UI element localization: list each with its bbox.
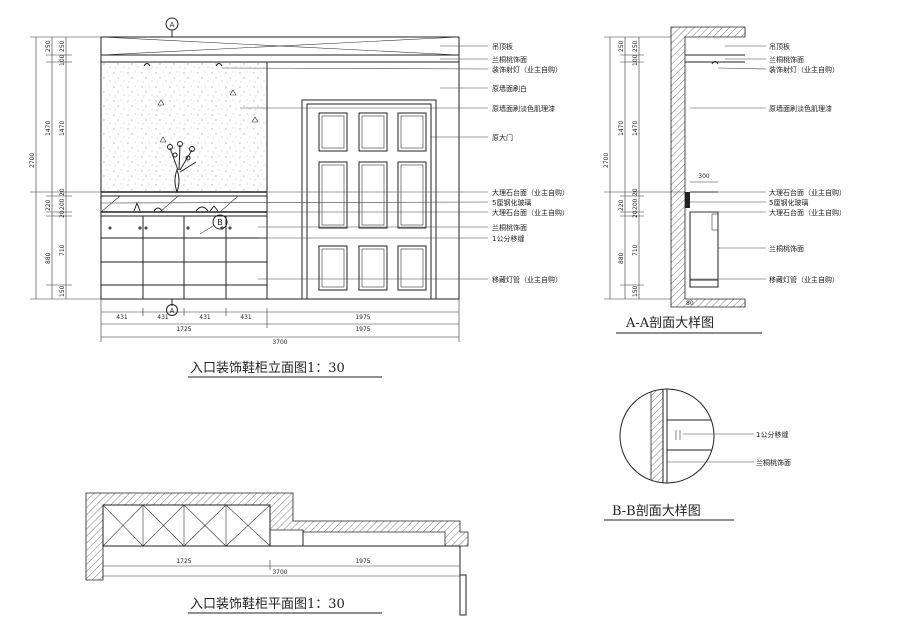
section-a-callouts: 吊顶板 兰桐桃饰面 装饰射灯（业主自购） 原墙面刷淡色肌理漆 大理石台面（业主自…: [690, 42, 846, 284]
svg-text:100: 100: [59, 54, 66, 66]
svg-text:220: 220: [45, 199, 52, 211]
svg-text:兰桐桃饰面: 兰桐桃饰面: [769, 244, 804, 253]
svg-text:300: 300: [698, 173, 710, 180]
svg-text:大理石台面（业主自购）: 大理石台面（业主自购）: [769, 208, 846, 217]
plan-cabinet: [102, 504, 271, 547]
countertop-section: [685, 192, 690, 208]
textured-wall-panel: [101, 62, 267, 192]
svg-text:431: 431: [157, 314, 169, 321]
svg-text:1470: 1470: [632, 121, 639, 136]
svg-text:200: 200: [632, 198, 639, 210]
svg-text:1975: 1975: [355, 326, 370, 333]
svg-text:880: 880: [45, 252, 52, 264]
svg-text:A: A: [170, 307, 175, 315]
svg-text:20: 20: [59, 188, 66, 196]
svg-text:2700: 2700: [603, 153, 610, 168]
section-a-marker-top: A: [165, 17, 179, 37]
entrance-door: [301, 99, 437, 300]
svg-text:20: 20: [59, 210, 66, 218]
section-a-vertical-dims: 2700 250 250 100 1470 1470 220 20 200 20…: [603, 36, 685, 300]
section-b-title: B-B剖面大样图: [612, 504, 701, 519]
decor-object-icon: [133, 201, 141, 212]
plan-title: 入口装饰鞋柜平面图1：30: [190, 596, 345, 612]
svg-text:250: 250: [45, 40, 52, 52]
decor-object-icon: [195, 206, 209, 212]
section-a-title: A-A剖面大样图: [625, 316, 714, 331]
svg-text:装饰射灯（业主自购）: 装饰射灯（业主自购）: [492, 65, 562, 74]
svg-text:原大门: 原大门: [492, 133, 513, 142]
elevation-title: 入口装饰鞋柜立面图1：30: [190, 360, 345, 376]
svg-text:原墙面刷白: 原墙面刷白: [492, 84, 527, 93]
svg-text:1公分移缝: 1公分移缝: [756, 430, 788, 439]
svg-text:3700: 3700: [272, 569, 287, 576]
svg-text:880: 880: [618, 252, 625, 264]
svg-text:1470: 1470: [618, 121, 625, 136]
section-a-wall: [670, 26, 746, 308]
svg-text:200: 200: [59, 198, 66, 210]
svg-text:1975: 1975: [355, 558, 370, 565]
svg-text:移藏灯管（业主自购）: 移藏灯管（业主自购）: [492, 275, 562, 284]
svg-text:250: 250: [632, 40, 639, 52]
door-leaf: [459, 574, 467, 616]
svg-text:移藏灯管（业主自购）: 移藏灯管（业主自购）: [769, 275, 839, 284]
svg-text:431: 431: [240, 314, 252, 321]
svg-text:1公分移缝: 1公分移缝: [492, 234, 524, 243]
decor-object-icon: [153, 207, 163, 212]
section-b-view: 1公分移缝 兰桐桃饰面 B-B剖面大样图: [604, 388, 791, 521]
spotlight-icon: [143, 63, 151, 67]
svg-text:80: 80: [686, 300, 694, 307]
svg-text:原墙面刷淡色肌理漆: 原墙面刷淡色肌理漆: [769, 104, 832, 113]
svg-text:100: 100: [632, 54, 639, 66]
svg-text:150: 150: [632, 285, 639, 297]
svg-text:1725: 1725: [176, 558, 191, 565]
svg-text:兰桐桃饰面: 兰桐桃饰面: [492, 223, 527, 232]
svg-text:A: A: [170, 21, 175, 29]
svg-text:250: 250: [618, 40, 625, 52]
svg-text:250: 250: [59, 40, 66, 52]
svg-text:1470: 1470: [45, 121, 52, 136]
svg-text:710: 710: [59, 244, 66, 256]
svg-text:兰桐桃饰面: 兰桐桃饰面: [769, 55, 804, 64]
svg-text:710: 710: [632, 244, 639, 256]
svg-text:431: 431: [116, 314, 128, 321]
svg-text:大理石台面（业主自购）: 大理石台面（业主自购）: [492, 188, 569, 197]
svg-text:吊顶板: 吊顶板: [769, 42, 790, 51]
section-a-marker-bottom: A: [166, 299, 178, 316]
svg-text:220: 220: [618, 199, 625, 211]
section-b-label: B: [217, 218, 223, 227]
svg-text:5厘钢化玻璃: 5厘钢化玻璃: [769, 198, 808, 207]
elevation-horizontal-dims: 431 431 431 431 1975 1725 1975 3700: [100, 299, 460, 346]
svg-text:431: 431: [199, 314, 211, 321]
svg-text:吊顶板: 吊顶板: [492, 42, 513, 51]
svg-text:兰桐桃饰面: 兰桐桃饰面: [756, 458, 791, 467]
vase-icon: [167, 141, 197, 194]
spotlight-icon: [215, 63, 223, 67]
spotlight-icon: [711, 61, 719, 65]
svg-text:5厘钢化玻璃: 5厘钢化玻璃: [492, 198, 531, 207]
svg-text:原墙面刷淡色肌理漆: 原墙面刷淡色肌理漆: [492, 104, 555, 113]
plan-view: 1725 1975 3700 入口装饰鞋柜平面图1：30: [85, 492, 469, 616]
svg-text:装饰射灯（业主自购）: 装饰射灯（业主自购）: [769, 65, 839, 74]
elevation-callouts: 吊顶板 兰桐桃饰面 装饰射灯（业主自购） 原墙面刷白 原墙面刷淡色肌理漆 原大门…: [100, 42, 569, 284]
svg-text:20: 20: [632, 188, 639, 196]
section-a-view: 300 80 2700 250 250 100 1470 1470 220 20…: [603, 26, 846, 334]
svg-text:1725: 1725: [176, 326, 191, 333]
svg-text:1975: 1975: [355, 314, 370, 321]
svg-text:150: 150: [59, 285, 66, 297]
elevation-vertical-dims: 2700 250 250 100 1470 1470 220 20 200 20…: [29, 36, 101, 300]
svg-text:大理石台面（业主自购）: 大理石台面（业主自购）: [492, 208, 569, 217]
section-b-marker: [212, 214, 228, 230]
elevation-view: B A A: [29, 17, 569, 378]
svg-text:1470: 1470: [59, 121, 66, 136]
svg-text:兰桐桃饰面: 兰桐桃饰面: [492, 55, 527, 64]
svg-text:2700: 2700: [29, 153, 36, 168]
svg-text:3700: 3700: [272, 339, 287, 346]
svg-text:大理石台面（业主自购）: 大理石台面（业主自购）: [769, 188, 846, 197]
svg-text:20: 20: [632, 210, 639, 218]
